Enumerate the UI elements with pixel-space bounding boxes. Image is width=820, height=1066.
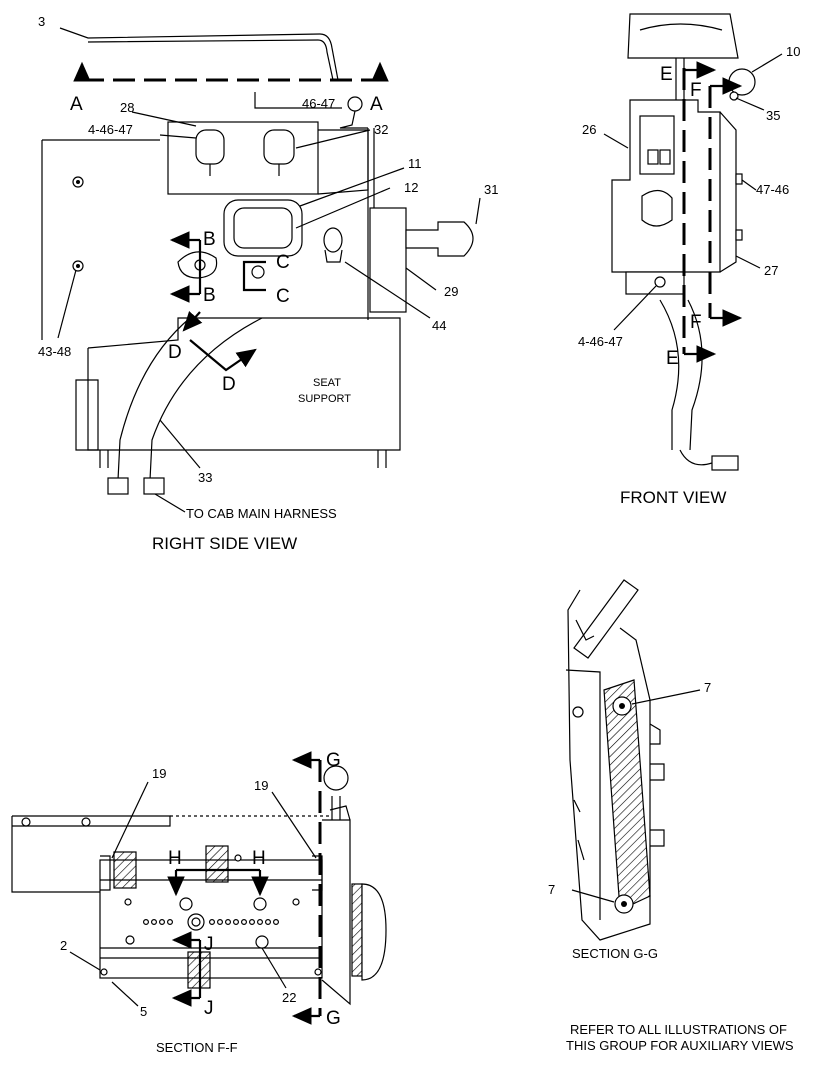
section-mark-d-top: D xyxy=(168,342,182,363)
section-mark-g-top: G xyxy=(326,750,341,771)
callout-47-46: 47-46 xyxy=(756,182,789,197)
callout-29: 29 xyxy=(444,284,458,299)
section-mark-j-bottom: J xyxy=(204,998,214,1019)
callout-11: 11 xyxy=(408,156,422,171)
callout-32: 32 xyxy=(374,122,388,137)
section-mark-a-left: A xyxy=(70,94,83,115)
callout-7-top: 7 xyxy=(704,680,711,695)
callout-33: 33 xyxy=(198,470,212,485)
section-ff-view: 19 19 2 5 22 G G H H J J SECTION F-F xyxy=(11,750,387,1055)
callout-5: 5 xyxy=(140,1004,147,1019)
section-mark-c-bottom: C xyxy=(276,286,290,307)
section-mark-a-right: A xyxy=(370,94,383,115)
section-mark-h-left: H xyxy=(168,848,182,869)
callout-28: 28 xyxy=(120,100,134,115)
section-mark-j-top: J xyxy=(204,934,214,955)
callout-10: 10 xyxy=(786,44,800,59)
section-mark-f-top: F xyxy=(690,80,702,101)
callout-3: 3 xyxy=(38,14,45,29)
section-ff-title: SECTION F-F xyxy=(156,1040,238,1055)
right-side-view: 3 28 4-46-47 46-47 32 11 12 31 29 44 43-… xyxy=(38,14,498,553)
section-mark-g-bottom: G xyxy=(326,1008,341,1029)
section-mark-b-bottom: B xyxy=(203,285,216,306)
section-gg-view: 7 7 SECTION G-G xyxy=(548,579,711,961)
section-mark-c-top: C xyxy=(276,252,290,273)
harness-note: TO CAB MAIN HARNESS xyxy=(186,506,337,521)
seat-support-label-line2: SUPPORT xyxy=(298,393,351,405)
section-mark-f-bottom: F xyxy=(690,312,702,333)
callout-12: 12 xyxy=(404,180,418,195)
callout-4-46-47-front: 4-46-47 xyxy=(578,334,623,349)
section-mark-b-top: B xyxy=(203,229,216,250)
section-mark-h-right: H xyxy=(252,848,266,869)
callout-7-bottom: 7 xyxy=(548,882,555,897)
callout-44: 44 xyxy=(432,318,446,333)
slot-holes-row xyxy=(143,918,280,925)
callout-31: 31 xyxy=(484,182,498,197)
callout-2: 2 xyxy=(60,938,67,953)
callout-43-48: 43-48 xyxy=(38,344,71,359)
front-view-title: FRONT VIEW xyxy=(620,488,726,507)
section-gg-title: SECTION G-G xyxy=(572,946,658,961)
right-side-view-title: RIGHT SIDE VIEW xyxy=(152,534,297,553)
seat-support-label-line1: SEAT xyxy=(313,377,341,389)
callout-19-right: 19 xyxy=(254,778,268,793)
callout-26: 26 xyxy=(582,122,596,137)
note-line-1: REFER TO ALL ILLUSTRATIONS OF xyxy=(570,1022,787,1037)
section-mark-e-bottom: E xyxy=(666,348,679,369)
section-mark-d-bottom: D xyxy=(222,374,236,395)
front-view: 10 35 26 47-46 27 4-46-47 E E F F FRONT … xyxy=(578,13,800,507)
note-line-2: THIS GROUP FOR AUXILIARY VIEWS xyxy=(566,1038,794,1053)
section-mark-e-top: E xyxy=(660,64,673,85)
callout-19-left: 19 xyxy=(152,766,166,781)
callout-4-46-47-side: 4-46-47 xyxy=(88,122,133,137)
callout-46-47: 46-47 xyxy=(302,96,335,111)
callout-22: 22 xyxy=(282,990,296,1005)
callout-35: 35 xyxy=(766,108,780,123)
callout-27: 27 xyxy=(764,263,778,278)
